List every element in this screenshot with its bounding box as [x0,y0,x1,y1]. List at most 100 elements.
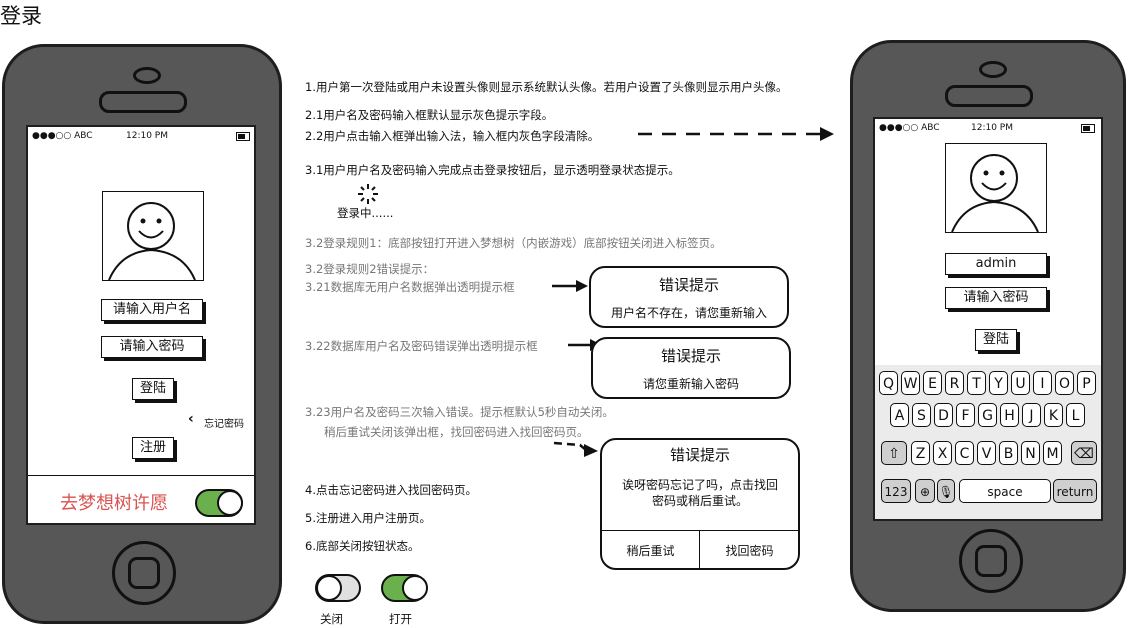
key-z[interactable]: Z [911,441,930,465]
username-input[interactable]: 请输入用户名 [101,299,203,321]
loading-spinner-icon [358,184,378,204]
status-bar: ●●●○○ ABC 12:10 PM [28,127,254,141]
note-2-2: 2.2用户点击输入框弹出输入法，输入框内灰色字段清除。 [305,129,600,143]
default-avatar [102,191,204,281]
key-g[interactable]: G [978,403,997,427]
space-key[interactable]: space [959,479,1051,503]
key-u[interactable]: U [1011,371,1030,395]
loading-text: 登录中...... [337,206,394,220]
left-phone: ●●●○○ ABC 12:10 PM 请输入用户名 请输入密码 登陆 ‹ 忘记密… [2,44,282,624]
key-f[interactable]: F [956,403,975,427]
key-y[interactable]: Y [989,371,1008,395]
camera-icon [133,67,161,84]
toggle-knob [402,575,428,601]
key-w[interactable]: W [901,371,920,395]
arrow-dialog-1-icon [552,280,588,292]
key-c[interactable]: C [955,441,974,465]
error-dialog-locked: 错误提示 诶呀密码忘记了吗，点击找回 密码或稍后重试。 稍后重试 找回密码 [600,438,800,570]
toggle-knob [217,490,243,516]
carrier-signal: ●●●○○ ABC [879,123,940,133]
dialog-divider [602,530,798,531]
note-3-22: 3.22数据库用户名及密码错误弹出透明提示框 [305,339,538,353]
dialog-title: 错误提示 [658,276,719,294]
dream-tree-toggle[interactable] [195,489,243,517]
dialog-message-line1: 诶呀密码忘记了吗，点击找回 [621,478,778,492]
status-time: 12:10 PM [971,123,1013,133]
username-input[interactable]: admin [945,253,1047,275]
key-n[interactable]: N [1021,441,1040,465]
key-d[interactable]: D [934,403,953,427]
key-h[interactable]: H [1000,403,1019,427]
key-p[interactable]: P [1077,371,1096,395]
note-6: 6.底部关闭按钮状态。 [305,539,420,553]
register-button[interactable]: 注册 [132,437,174,459]
dialog-message-line2: 密码或稍后重试。 [651,494,748,508]
error-dialog-wrong-password: 错误提示 请您重新输入密码 [591,337,791,399]
key-q[interactable]: Q [879,371,898,395]
dialog-title: 错误提示 [669,446,730,464]
note-3-1: 3.1用户用户名及密码输入完成点击登录按钮后，显示透明登录状态提示。 [305,163,680,177]
carrier-signal: ●●●○○ ABC [32,131,93,141]
key-v[interactable]: V [977,441,996,465]
arrow-to-keyboard-icon [638,127,834,141]
key-k[interactable]: K [1044,403,1063,427]
key-b[interactable]: B [999,441,1018,465]
arrow-dialog-3-icon [553,441,598,457]
note-2-1: 2.1用户名及密码输入框默认显示灰色提示字段。 [305,108,554,122]
key-x[interactable]: X [933,441,952,465]
face-icon [108,202,196,281]
toggle-on-label: 打开 [389,612,412,626]
toggle-off-label: 关闭 [320,612,343,626]
dream-tree-label: 去梦想树许愿 [60,493,168,514]
dialog-button-divider [699,530,700,568]
dialog-title: 错误提示 [660,347,721,365]
login-button[interactable]: 登陆 [975,329,1017,351]
key-t[interactable]: T [967,371,986,395]
password-input[interactable]: 请输入密码 [101,336,203,358]
key-a[interactable]: A [890,403,909,427]
status-bar: ●●●○○ ABC 12:10 PM [875,119,1101,133]
login-button[interactable]: 登陆 [132,378,174,400]
battery-icon [1081,124,1095,133]
forgot-password-link[interactable]: ‹ 忘记密码 [188,411,254,430]
key-s[interactable]: S [912,403,931,427]
note-3-2b: 3.2登录规则2错误提示： [305,262,435,276]
key-l[interactable]: L [1066,403,1085,427]
toggle-off-sample [315,574,361,602]
home-icon [975,545,1007,577]
key-m[interactable]: M [1043,441,1062,465]
left-screen: ●●●○○ ABC 12:10 PM 请输入用户名 请输入密码 登陆 ‹ 忘记密… [26,125,256,525]
error-dialog-user-not-found: 错误提示 用户名不存在，请您重新输入 [589,266,789,328]
numbers-key[interactable]: 123 [881,479,911,503]
key-o[interactable]: O [1055,371,1074,395]
key-j[interactable]: J [1022,403,1041,427]
key-e[interactable]: E [923,371,942,395]
key-r[interactable]: R [945,371,964,395]
home-icon [128,557,160,589]
page-title: 登录 [0,4,42,28]
toggle-on-sample [381,574,428,602]
shift-key[interactable]: ⇧ [881,441,907,465]
recover-password-button[interactable]: 找回密码 [725,544,774,558]
speaker-icon [945,85,1033,107]
note-3-23a: 3.23用户名及密码三次输入错误。提示框默认5秒自动关闭。 [305,405,614,419]
home-button[interactable] [112,541,176,605]
status-time: 12:10 PM [126,131,168,141]
mic-key[interactable]: 🎙 [937,479,955,503]
battery-icon [236,132,250,141]
retry-later-button[interactable]: 稍后重试 [626,544,675,558]
chevron-left-icon: ‹ [188,411,194,427]
note-3-2: 3.2登录规则1：底部按钮打开进入梦想树（内嵌游戏）底部按钮关闭进入标签页。 [305,236,722,250]
globe-key[interactable]: ⊕ [915,479,935,503]
home-button[interactable] [959,529,1023,593]
microphone-icon: 🎙 [938,485,954,499]
return-key[interactable]: return [1053,479,1097,503]
backspace-key[interactable]: ⌫ [1071,441,1097,465]
key-i[interactable]: I [1033,371,1052,395]
bottom-divider [28,475,254,476]
password-input[interactable]: 请输入密码 [945,287,1047,309]
note-1: 1.用户第一次登陆或用户未设置头像则显示系统默认头像。若用户设置了头像则显示用户… [305,80,788,94]
